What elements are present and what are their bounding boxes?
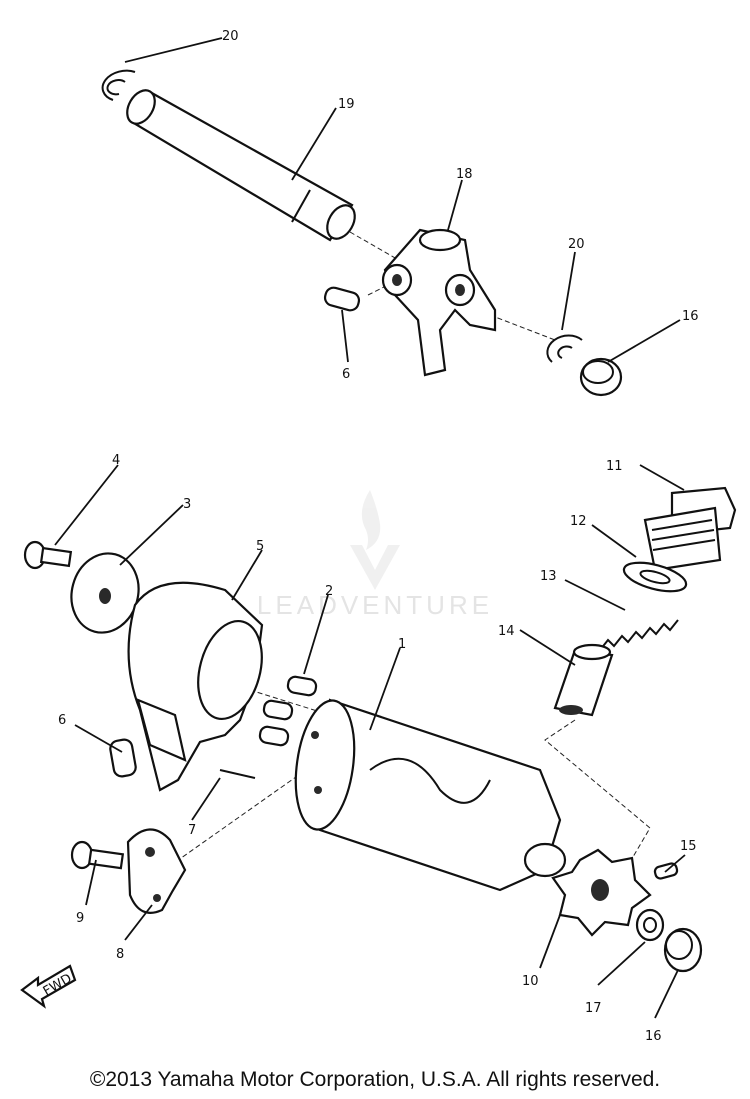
callout-17: 17 [585,1001,602,1016]
callout-5: 5 [256,539,264,554]
part-20-circlip-lower[interactable] [546,334,583,363]
part-12-gasket[interactable] [621,557,689,597]
callout-3: 3 [183,497,191,512]
callout-16-upper: 16 [682,309,699,324]
leader-lines [54,37,686,1019]
part-16-cap-upper[interactable] [579,357,623,397]
part-9-screw[interactable] [70,840,125,870]
callout-2: 2 [325,584,333,599]
part-7-dowel-pin[interactable] [219,769,256,779]
watermark-text: LEADVENTURE [256,590,494,620]
part-19-shift-shaft[interactable] [122,85,361,243]
part-1-shift-drum[interactable] [288,697,567,892]
part-16-cap-lower[interactable] [663,927,703,973]
part-2-cam-pins[interactable] [258,675,318,747]
callout-13: 13 [540,569,557,584]
callout-18: 18 [456,167,473,182]
assembly-line-shaft [349,231,403,263]
callout-1: 1 [398,637,406,652]
callout-16-lower: 16 [645,1029,662,1044]
callout-9: 9 [76,911,84,926]
assembly-line-stopper [544,719,651,863]
part-20-circlip-upper[interactable] [101,69,136,101]
part-17-washer[interactable] [635,908,665,942]
part-6-guide-pin-lower[interactable] [109,738,137,778]
part-5-shift-cam-segment[interactable] [127,581,272,792]
part-14-stopper-plunger[interactable] [553,643,614,717]
assembly-line-drum [249,689,331,716]
part-10-segment-star[interactable] [551,848,652,937]
part-6-guide-pin-upper[interactable] [323,286,361,312]
callout-20-upper: 20 [222,29,239,44]
callout-11: 11 [606,459,623,474]
forward-arrow-icon: FWD [20,964,77,1009]
callout-12: 12 [570,514,587,529]
callout-14: 14 [498,624,515,639]
callout-6-lower: 6 [58,713,66,728]
callout-20-lower: 20 [568,237,585,252]
exploded-view-diagram: FWD 20 [20,29,737,1044]
part-8-side-plate[interactable] [126,828,187,914]
callout-19: 19 [338,97,355,112]
callout-15: 15 [680,839,697,854]
part-13-spring[interactable] [599,619,679,651]
assembly-line-clip [489,314,556,341]
callout-7: 7 [188,823,196,838]
callout-6-upper: 6 [342,367,350,382]
part-4-screw[interactable] [23,540,73,570]
callout-8: 8 [116,947,124,962]
callout-10: 10 [522,974,539,989]
part-18-shift-fork[interactable] [381,228,497,377]
watermark-logo-icon [350,490,400,590]
part-11-stopper-bolt[interactable] [643,486,737,572]
copyright-notice: ©2013 Yamaha Motor Corporation, U.S.A. A… [89,1068,661,1091]
callout-4: 4 [112,453,120,468]
